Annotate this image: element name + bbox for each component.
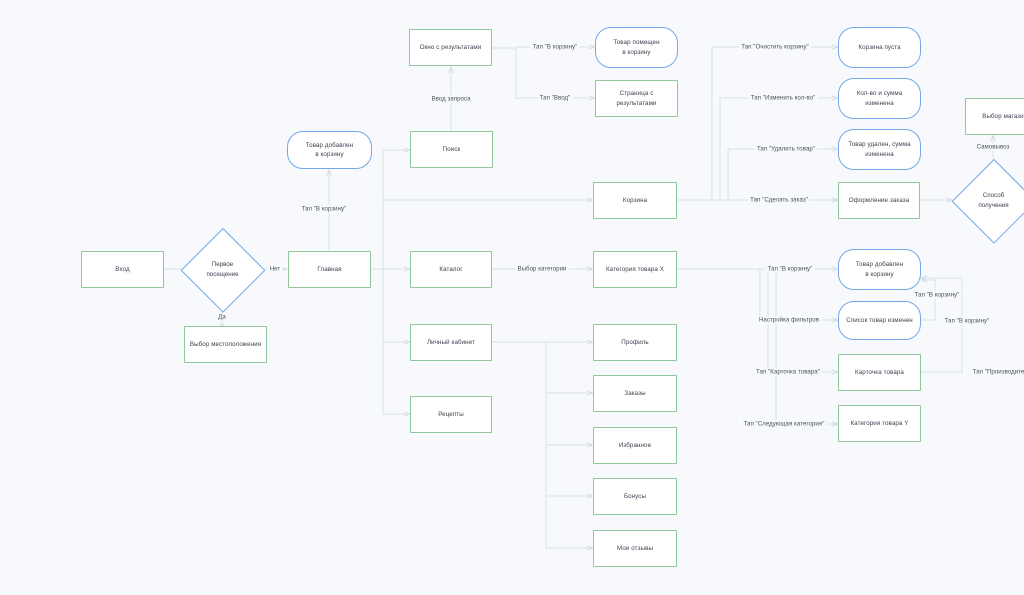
node-okno-s-rezultatami[interactable]: Окно с результатами <box>409 29 492 66</box>
node-label: Профиль <box>621 338 649 346</box>
node-label: Выбор местоположения <box>189 340 262 348</box>
node-korzina-pusta[interactable]: Корзина пуста <box>838 27 921 68</box>
node-kategoriya-tovara-y[interactable]: Категория товара Y <box>838 405 921 442</box>
node-label: Вход <box>115 265 130 273</box>
node-izbrannoe[interactable]: Избранное <box>593 427 677 464</box>
edge-label-tap-v-korzinu-cat: Тап "В корзину" <box>765 265 815 273</box>
node-label: Мои отзывы <box>617 544 653 552</box>
node-label: Рецепты <box>438 410 464 418</box>
node-katalog[interactable]: Каталог <box>410 251 492 288</box>
node-tovar-dobavlen-v-korzinu-left[interactable]: Товар добавлен в корзину <box>287 131 372 169</box>
node-spisok-tovar-izmenen[interactable]: Список товар изменен <box>838 301 921 340</box>
edge-label-tap-udalit-tovar: Тап "Удалить товар" <box>754 145 818 153</box>
node-label: Каталог <box>439 265 463 273</box>
edge-label-samovyvoz: Самовывоз <box>974 143 1012 151</box>
node-label: Окно с результатами <box>419 43 482 51</box>
node-tovar-udalen-summa-izmenena[interactable]: Товар удален, сумма изменена <box>838 129 921 170</box>
node-label: Избранное <box>618 441 652 449</box>
node-label: Товар добавлен в корзину <box>855 261 904 278</box>
node-label: Способ получения <box>978 192 1009 209</box>
node-label: Товар помещен в корзину <box>613 39 660 56</box>
node-label: Страница с результатами <box>616 90 657 107</box>
node-stranica-s-rezultatami[interactable]: Страница с результатами <box>595 80 678 117</box>
node-label: Корзина <box>622 196 648 204</box>
node-label: Кол-во и сумма изменена <box>856 90 903 107</box>
node-recepty[interactable]: Рецепты <box>410 396 492 433</box>
node-kartochka-tovara[interactable]: Карточка товара <box>838 354 921 391</box>
node-korzina[interactable]: Корзина <box>593 182 677 219</box>
node-tovar-dobavlen-v-korzinu-right[interactable]: Товар добавлен в корзину <box>838 249 921 290</box>
edge-label-vybor-kategorii: Выбор категории <box>515 265 569 273</box>
edge-label-tap-v-korzinu-left: Тап "В корзину" <box>299 205 349 213</box>
edge-label-tap-izmenit-kolvo: Тап "Изменить кол-во" <box>748 94 818 102</box>
edge-label-tap-v-korzinu-card: Тап "В корзину" <box>942 317 992 325</box>
node-label: Карточка товара <box>855 368 904 376</box>
edge-label-tap-ochistit-korzinu: Тап "Очистить корзину" <box>739 43 811 51</box>
node-kolvo-i-summa-izmenena[interactable]: Кол-во и сумма изменена <box>838 78 921 119</box>
edge-label-vvod-zaprosa: Ввод запроса <box>429 95 473 103</box>
node-vybor-mestopolozheniya[interactable]: Выбор местоположения <box>184 326 267 363</box>
node-label: Товар добавлен в корзину <box>305 141 354 158</box>
edge-label-nastroyka-filtrov: Настройка фильтров <box>756 316 822 324</box>
node-oformlenie-zakaza[interactable]: Оформление заказа <box>838 182 920 219</box>
edge-label-tap-vvod: Тап "Ввод" <box>537 94 573 102</box>
node-profil[interactable]: Профиль <box>593 324 677 361</box>
node-label: Категория товара X <box>605 265 665 273</box>
node-vhod[interactable]: Вход <box>81 251 164 288</box>
node-label: Корзина пуста <box>858 43 901 51</box>
node-zakazy[interactable]: Заказы <box>593 375 677 412</box>
node-label: Выбор магазина <box>982 112 1024 120</box>
node-tovar-pomeshen-v-korzinu[interactable]: Товар помещен в корзину <box>595 27 678 68</box>
node-label: Поиск <box>442 145 461 153</box>
edge-label-tap-v-korzinu-list: Тап "В корзину" <box>912 291 962 299</box>
edge-label-tap-sleduyushaya-kategoriya: Тап "Следующая категория" <box>741 420 827 428</box>
node-label: Категория товара Y <box>850 419 909 427</box>
edge-label-net: Нет <box>267 265 283 273</box>
node-label: Оформление заказа <box>848 196 910 204</box>
edge-label-tap-sdelat-zakaz: Тап "Сделать заказ" <box>748 196 810 204</box>
node-sposob-polucheniya[interactable]: Способ получения <box>951 158 1024 243</box>
node-label: Список товар изменен <box>846 316 913 324</box>
node-label: Бонусы <box>623 492 647 500</box>
node-lichnyy-kabinet[interactable]: Личный кабинет <box>410 324 492 361</box>
node-moi-otzyvy[interactable]: Мои отзывы <box>593 530 677 567</box>
node-label: Заказы <box>624 389 646 397</box>
node-label: Первое посещение <box>206 261 239 278</box>
node-poisk[interactable]: Поиск <box>410 131 493 168</box>
edge-label-tap-kartochka-tovara: Тап "Карточка товара" <box>754 368 822 376</box>
node-label: Главная <box>317 265 342 273</box>
edge-label-tap-v-korzinu-search: Тап "В корзину" <box>530 43 580 51</box>
node-bonusy[interactable]: Бонусы <box>593 478 677 515</box>
node-pervoe-poseshenie[interactable]: Первое посещение <box>180 227 265 312</box>
edge-label-tap-proizvoditel: Тап "Производитель" <box>970 368 1024 376</box>
node-vybor-magazina[interactable]: Выбор магазина <box>965 98 1024 135</box>
node-label: Товар удален, сумма изменена <box>848 141 911 158</box>
node-glavnaya[interactable]: Главная <box>288 251 371 288</box>
edge-label-da: Да <box>216 313 228 321</box>
node-kategoriya-tovara-x[interactable]: Категория товара X <box>593 251 677 288</box>
node-label: Личный кабинет <box>427 338 475 346</box>
